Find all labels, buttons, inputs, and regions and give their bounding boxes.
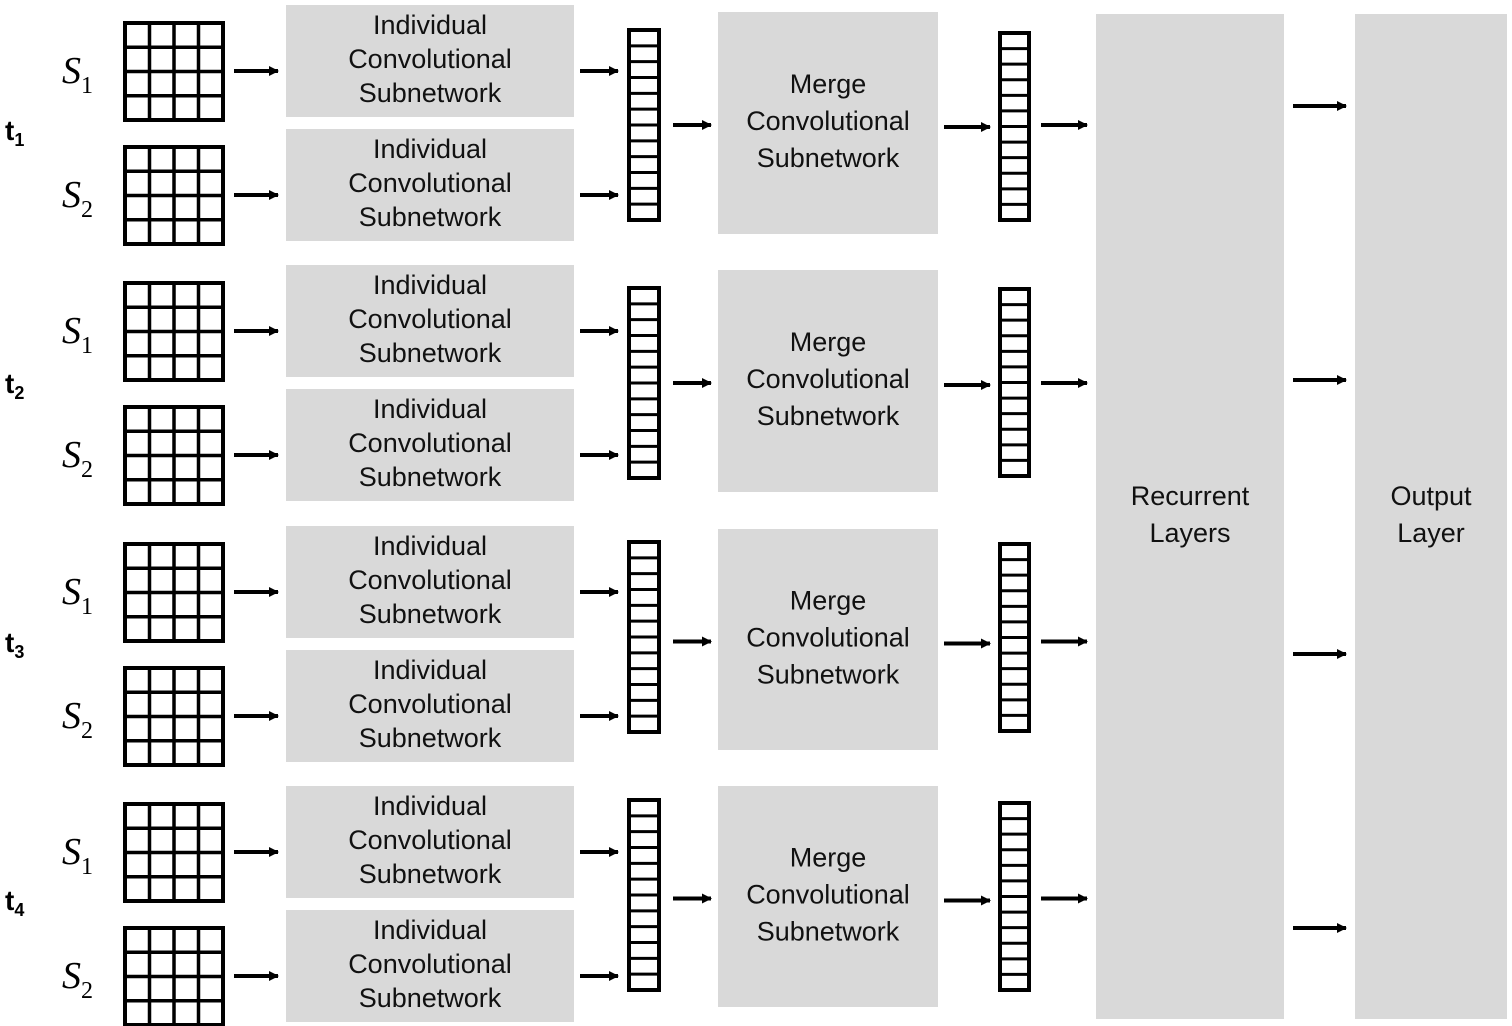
vector-icon [627, 286, 661, 480]
merge-subnetwork-box-line: Subnetwork [757, 660, 900, 690]
individual-subnetwork-box-line: Individual [373, 531, 487, 561]
individual-subnetwork-box-line: Subnetwork [359, 723, 502, 753]
individual-subnetwork-box-line: Subnetwork [359, 462, 502, 492]
merge-subnetwork-box-bg [718, 529, 938, 750]
individual-subnetwork-box-line: Subnetwork [359, 599, 502, 629]
output-layer-box-line: Output [1390, 481, 1472, 511]
sensor-label: S2 [62, 695, 93, 744]
merge-subnetwork-box-line: Merge [790, 69, 867, 99]
sensor-label: S1 [62, 831, 93, 880]
time-step-label: t3 [5, 627, 24, 662]
recurrent-layers-box-line: Layers [1149, 518, 1230, 548]
individual-subnetwork-box-line: Convolutional [348, 44, 512, 74]
individual-subnetwork-box-bg [286, 786, 574, 898]
vector-icon [998, 287, 1031, 478]
individual-subnetwork-box-bg [286, 389, 574, 501]
individual-subnetwork-box-bg [286, 650, 574, 762]
output-layer-box-bg [1355, 14, 1507, 1019]
grid-icon [123, 926, 225, 1026]
individual-subnetwork-box-bg [286, 526, 574, 638]
vector-icon [998, 801, 1031, 992]
individual-subnetwork-box-line: Individual [373, 134, 487, 164]
merge-subnetwork-box-line: Convolutional [746, 106, 910, 136]
merge-subnetwork-box-line: Merge [790, 327, 867, 357]
individual-subnetwork-box-bg [286, 265, 574, 377]
individual-subnetwork-box-line: Individual [373, 655, 487, 685]
grid-icon [123, 145, 225, 246]
time-step-label: t4 [5, 885, 24, 920]
merge-subnetwork-box-bg [718, 786, 938, 1007]
merge-subnetwork-box-line: Convolutional [746, 623, 910, 653]
individual-subnetwork-box-line: Convolutional [348, 689, 512, 719]
grid-icon [123, 666, 225, 767]
sensor-label: S1 [62, 571, 93, 620]
grid-icon [123, 802, 225, 903]
individual-subnetwork-box-line: Convolutional [348, 565, 512, 595]
grid-icon [123, 542, 225, 643]
individual-subnetwork-box-line: Convolutional [348, 304, 512, 334]
recurrent-layers-box-bg [1096, 14, 1284, 1019]
merge-subnetwork-box-bg [718, 12, 938, 234]
sensor-label: S2 [62, 955, 93, 1004]
individual-subnetwork-box-line: Subnetwork [359, 338, 502, 368]
individual-subnetwork-box-line: Individual [373, 791, 487, 821]
individual-subnetwork-box-line: Individual [373, 915, 487, 945]
individual-subnetwork-box-line: Convolutional [348, 825, 512, 855]
time-step-label: t2 [5, 368, 24, 403]
output-layer-box-line: Layer [1397, 518, 1465, 548]
individual-subnetwork-box-line: Subnetwork [359, 78, 502, 108]
time-step-label: t1 [5, 115, 24, 150]
sensor-label: S1 [62, 50, 93, 99]
individual-subnetwork-box-line: Subnetwork [359, 983, 502, 1013]
grid-icon [123, 21, 225, 122]
individual-subnetwork-box-bg [286, 129, 574, 241]
vector-icon [998, 31, 1031, 222]
merge-subnetwork-box-line: Convolutional [746, 880, 910, 910]
grid-icon [123, 405, 225, 506]
merge-subnetwork-box-line: Subnetwork [757, 401, 900, 431]
sensor-label: S1 [62, 310, 93, 359]
vector-icon [627, 798, 661, 992]
individual-subnetwork-box-line: Convolutional [348, 168, 512, 198]
individual-subnetwork-box-bg [286, 5, 574, 117]
grid-icon [123, 281, 225, 382]
individual-subnetwork-box-line: Subnetwork [359, 202, 502, 232]
merge-subnetwork-box-line: Subnetwork [757, 143, 900, 173]
individual-subnetwork-box-line: Convolutional [348, 949, 512, 979]
individual-subnetwork-box-bg [286, 910, 574, 1022]
individual-subnetwork-box-line: Subnetwork [359, 859, 502, 889]
individual-subnetwork-box-line: Convolutional [348, 428, 512, 458]
sensor-label: S2 [62, 174, 93, 223]
individual-subnetwork-box-line: Individual [373, 10, 487, 40]
merge-subnetwork-box-line: Merge [790, 586, 867, 616]
merge-subnetwork-box-line: Convolutional [746, 364, 910, 394]
recurrent-layers-box-line: Recurrent [1131, 481, 1250, 511]
vector-icon [998, 542, 1031, 733]
individual-subnetwork-box-line: Individual [373, 394, 487, 424]
vector-icon [627, 28, 661, 222]
vector-icon [627, 540, 661, 734]
individual-subnetwork-box-line: Individual [373, 270, 487, 300]
merge-subnetwork-box-line: Subnetwork [757, 917, 900, 947]
sensor-label: S2 [62, 434, 93, 483]
merge-subnetwork-box-bg [718, 270, 938, 492]
merge-subnetwork-box-line: Merge [790, 843, 867, 873]
